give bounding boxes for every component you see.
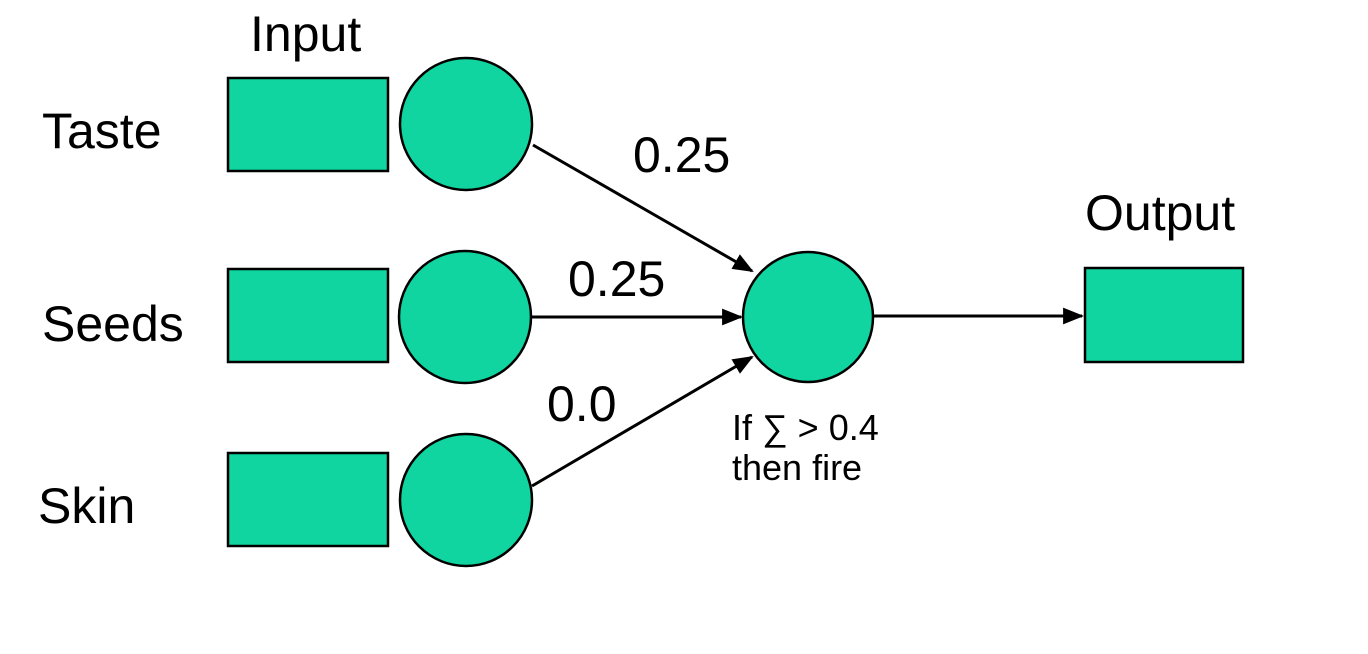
input-column-title: Input [250,6,361,62]
weight-label-seeds: 0.25 [568,251,665,307]
input-node-seeds [397,249,533,385]
neuron-group: If ∑ > 0.4 then fire [732,250,879,488]
weight-label-taste: 0.25 [633,127,730,183]
output-box [1083,266,1245,364]
neuron-rule-line1: If ∑ > 0.4 [732,407,879,448]
connection-taste-to-neuron [532,143,754,273]
input-row-taste: Taste 0.25 [42,56,754,273]
weight-label-skin: 0.0 [547,376,617,432]
input-node-taste [398,56,534,192]
output-group [874,266,1245,364]
input-label-seeds: Seeds [42,296,184,352]
neuron-node [741,250,875,384]
input-row-seeds: Seeds 0.25 [42,249,744,385]
output-column-title: Output [1085,185,1235,241]
neuron-rule-line2: then fire [732,447,862,488]
input-label-skin: Skin [38,478,135,534]
input-box-seeds [226,267,390,364]
connection-skin-to-neuron [531,355,754,488]
input-label-taste: Taste [42,103,162,159]
input-box-skin [226,451,390,548]
input-box-taste [226,76,390,173]
input-row-skin: Skin 0.0 [38,355,754,568]
input-node-skin [398,432,534,568]
